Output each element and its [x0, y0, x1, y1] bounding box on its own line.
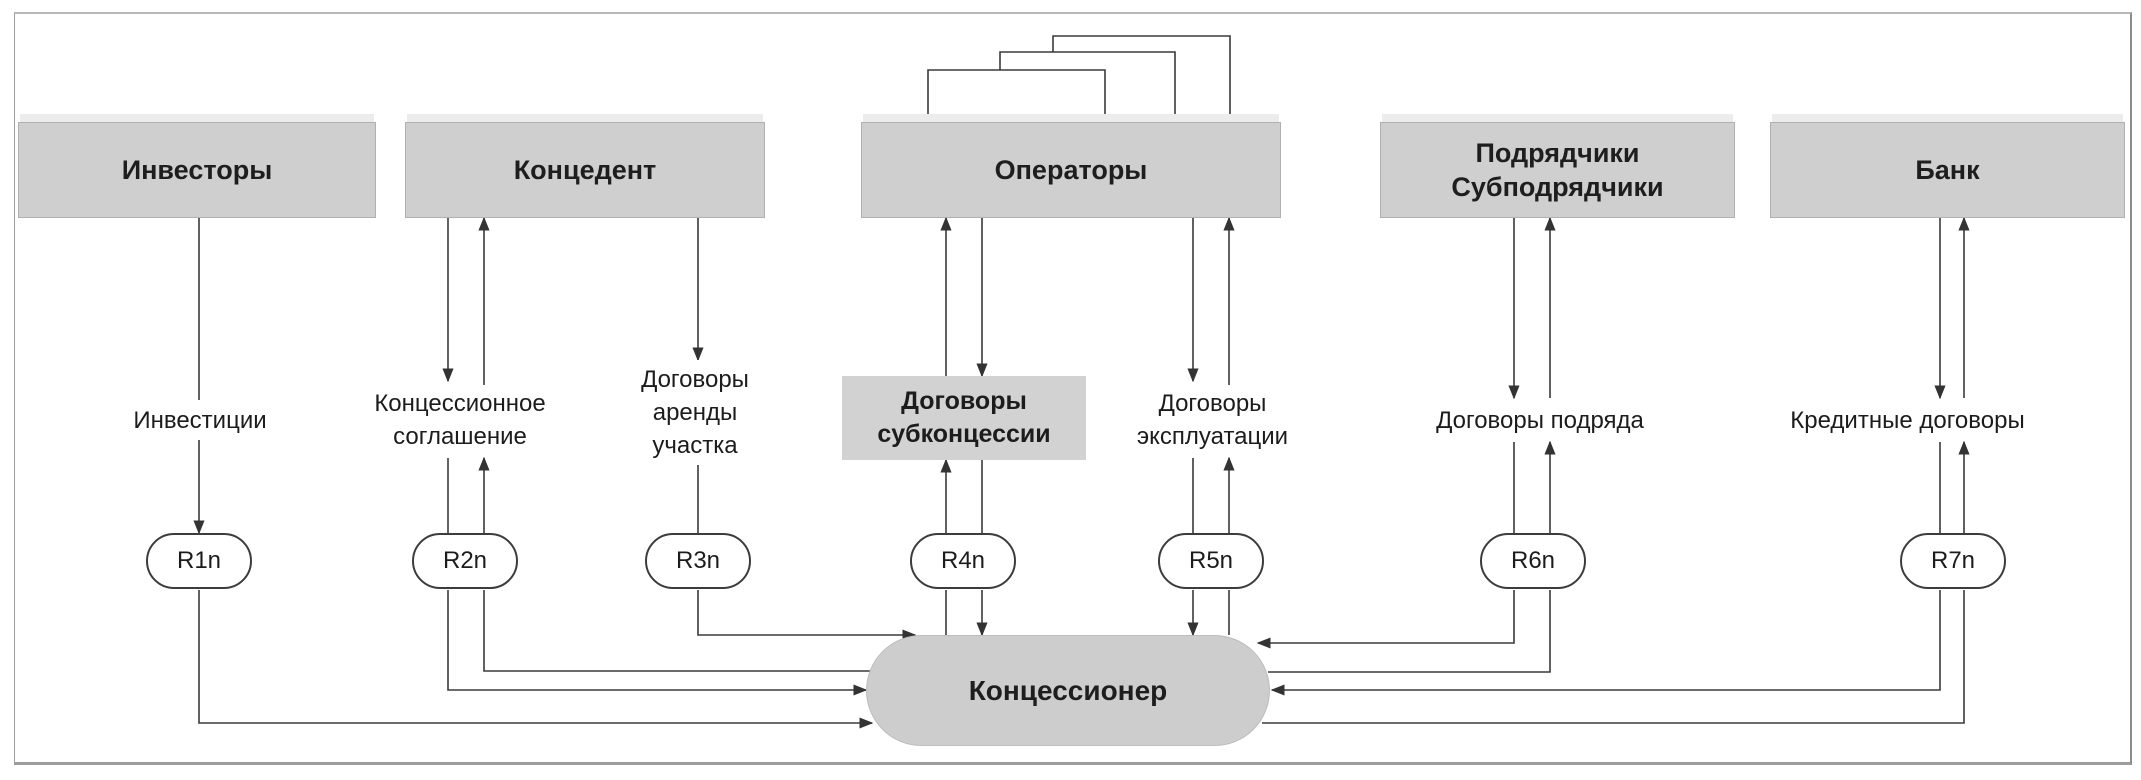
node-concessioner-label: Концессионер [968, 674, 1168, 706]
contract-concession-agreement-line1: Концессионное [374, 390, 546, 417]
edge-r2n-to-concessioner-b [483, 590, 870, 672]
risk-r7n-label: R7n [1930, 547, 1976, 574]
contract-operation-line2: эксплуатации [1136, 423, 1289, 450]
risk-r6n-label: R6n [1510, 547, 1556, 574]
contract-credit-text: Кредитные договоры [1790, 406, 2025, 434]
contract-lease: Договоры аренды участка [620, 360, 770, 465]
risk-r3n-label: R3n [675, 547, 721, 574]
contract-construction-text: Договоры подряда [1436, 406, 1644, 434]
risk-r5n-label: R5n [1188, 547, 1234, 574]
contract-concession-agreement-line2: соглашение [393, 423, 527, 450]
party-operators: Операторы [861, 122, 1281, 218]
risk-r5n: R5n [1158, 533, 1264, 589]
node-concessioner: Концессионер [866, 635, 1270, 746]
risk-r4n-label: R4n [940, 547, 986, 574]
contract-construction: Договоры подряда [1405, 400, 1675, 440]
contract-operation-line1: Договоры [1158, 390, 1267, 417]
edge-r7n-to-concessioner-b [1262, 590, 1965, 724]
risk-r2n-label: R2n [442, 547, 488, 574]
contract-investments-text: Инвестиции [133, 406, 267, 434]
contract-concession-agreement: Концессионное соглашение [345, 385, 575, 455]
contract-credit: Кредитные договоры [1755, 400, 2060, 440]
party-contractors: Подрядчики Субподрядчики [1380, 122, 1735, 218]
edge-r2n-to-concessioner-a [447, 590, 868, 696]
contract-subconcession-line2: субконцессии [877, 420, 1051, 448]
contract-lease-line2: аренды [652, 399, 738, 426]
contract-operation: Договоры эксплуатации [1125, 385, 1300, 455]
edge-r3n-to-concessioner [697, 590, 917, 641]
edge-r6n-to-concessioner-a [1256, 590, 1515, 649]
risk-r3n: R3n [645, 533, 751, 589]
contract-investments: Инвестиции [100, 400, 300, 440]
contract-lease-line1: Договоры [641, 366, 749, 393]
contract-subconcession-line1: Договоры [901, 387, 1027, 415]
party-investors: Инвесторы [18, 122, 376, 218]
edge-r7n-to-concessioner-a [1270, 590, 1941, 696]
risk-r1n-label: R1n [176, 547, 222, 574]
party-bank: Банк [1770, 122, 2125, 218]
party-operators-label: Операторы [994, 155, 1148, 185]
risk-r4n: R4n [910, 533, 1016, 589]
risk-r6n: R6n [1480, 533, 1586, 589]
risk-r7n: R7n [1900, 533, 2006, 589]
operators-stack-bracket-1 [927, 69, 1106, 122]
operators-stack-bracket-3 [1052, 35, 1231, 122]
party-concedent: Концедент [405, 122, 765, 218]
operators-stack-bracket-2 [999, 51, 1176, 122]
diagram-frame [14, 12, 2132, 765]
contract-lease-line3: участка [652, 432, 738, 459]
party-bank-label: Банк [1915, 155, 1980, 185]
risk-r2n: R2n [412, 533, 518, 589]
risk-r1n: R1n [146, 533, 252, 589]
edge-r1n-to-concessioner [198, 590, 874, 729]
party-contractors-label-line1: Подрядчики [1475, 138, 1640, 168]
party-investors-label: Инвесторы [121, 155, 273, 185]
edge-r6n-to-concessioner-b [1268, 590, 1551, 673]
party-contractors-label-line2: Субподрядчики [1451, 172, 1664, 202]
contract-subconcession: Договоры субконцессии [842, 376, 1086, 460]
party-concedent-label: Концедент [513, 155, 657, 185]
